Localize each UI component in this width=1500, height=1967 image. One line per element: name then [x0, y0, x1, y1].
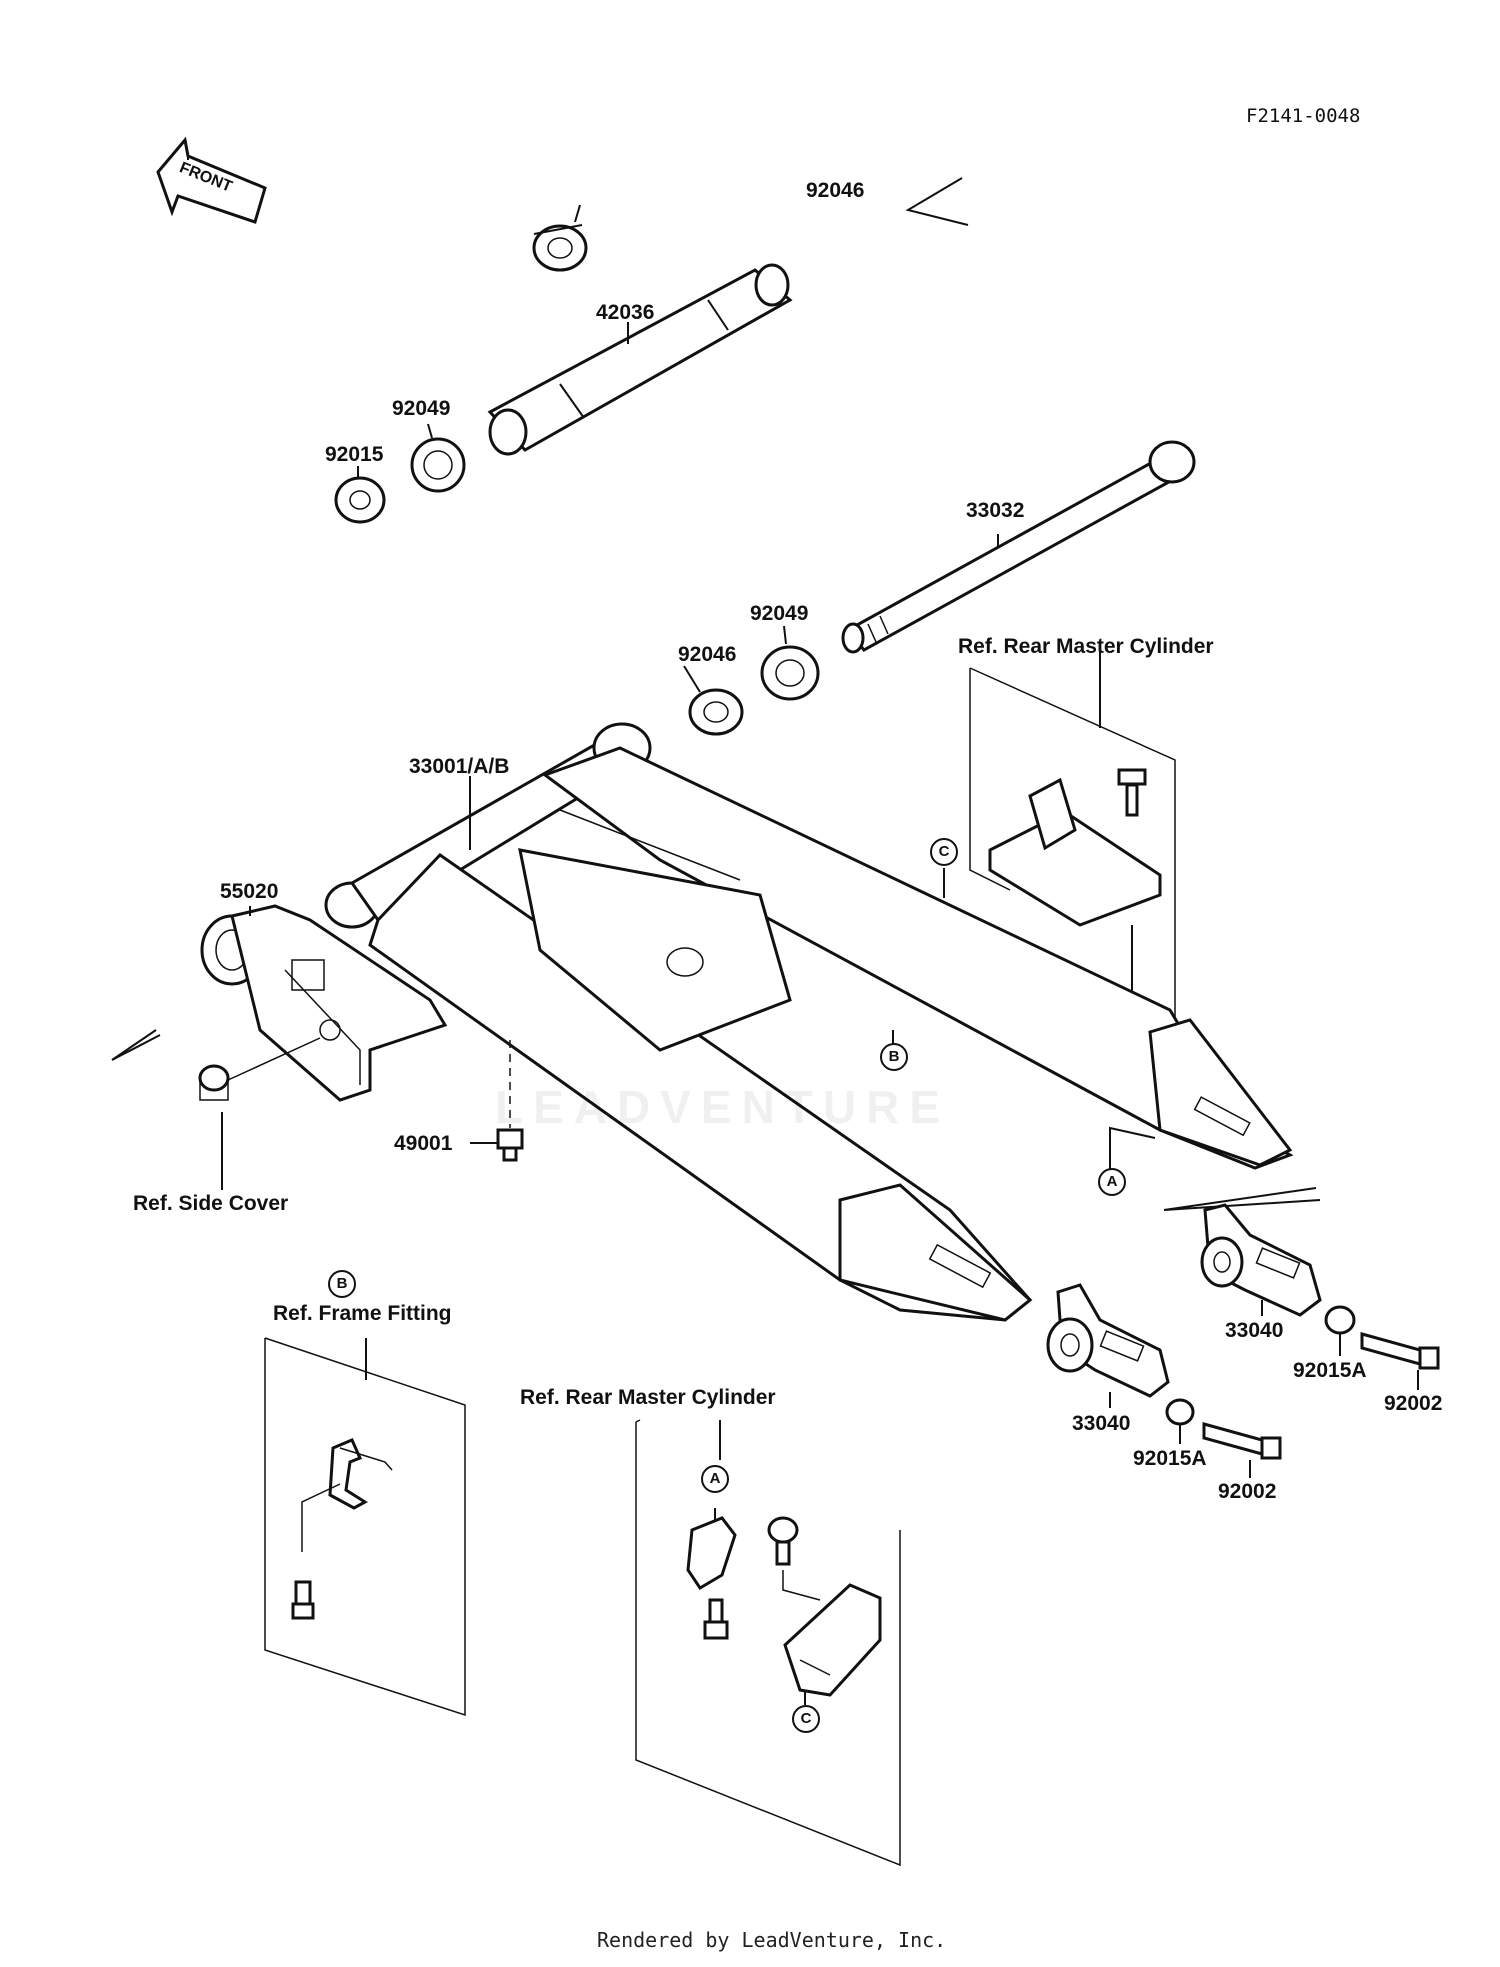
needle-bearing-mid [688, 688, 744, 736]
part-number[interactable]: 92015 [325, 443, 384, 466]
oil-seal-top [410, 437, 466, 493]
part-number[interactable]: 92002 [1384, 1392, 1443, 1415]
needle-bearing-top [532, 224, 588, 272]
leader-line [427, 423, 433, 439]
part-number[interactable]: 92049 [392, 397, 451, 420]
callout-a: A [1098, 1168, 1126, 1196]
swingarm [324, 722, 1294, 1322]
direction-arrow-icon [1163, 1187, 1321, 1211]
part-number[interactable]: 92002 [1218, 1480, 1277, 1503]
part-number[interactable]: 42036 [596, 301, 655, 324]
leader-line [574, 204, 581, 223]
callout-c: C [930, 838, 958, 866]
drawing-id: F2141-0048 [1246, 105, 1361, 127]
chain-adjuster-right [1200, 1203, 1322, 1317]
chain-adjuster-left [1046, 1283, 1170, 1398]
direction-arrow-icon [905, 177, 969, 226]
rear-master-cylinder-lower-ref-panel [635, 1419, 901, 1867]
leader-line [783, 625, 787, 645]
leader-line [1109, 1126, 1156, 1178]
ref-label-side-cover[interactable]: Ref. Side Cover [133, 1192, 289, 1215]
adjuster-bolt-left [1202, 1422, 1282, 1460]
part-number[interactable]: 33001/A/B [409, 755, 510, 778]
part-number[interactable]: 33032 [966, 499, 1025, 522]
part-number[interactable]: 92046 [806, 179, 865, 202]
watermark: LEADVENTURE [495, 1081, 951, 1133]
ref-label-rear-master-cylinder[interactable]: Ref. Rear Master Cylinder [958, 635, 1214, 658]
part-number[interactable]: 92015A [1133, 1447, 1207, 1470]
pivot-shaft [841, 440, 1196, 654]
part-number[interactable]: 33040 [1072, 1412, 1131, 1435]
adjuster-nut-left [1165, 1398, 1195, 1426]
footer-credit: Rendered by LeadVenture, Inc. [597, 1928, 947, 1952]
flange-nut [334, 476, 386, 524]
part-number[interactable]: 92049 [750, 602, 809, 625]
front-arrow-icon [156, 136, 267, 224]
part-number[interactable]: 33040 [1225, 1319, 1284, 1342]
pivot-spacer-tube [487, 263, 793, 456]
adjuster-bolt-right [1360, 1332, 1440, 1370]
callout-a-lower: A [701, 1465, 729, 1493]
part-number[interactable]: 49001 [394, 1132, 453, 1155]
callout-b: B [880, 1043, 908, 1071]
part-number[interactable]: 92046 [678, 643, 737, 666]
direction-arrow-icon [111, 1029, 161, 1061]
part-number[interactable]: 55020 [220, 880, 279, 903]
callout-c-lower: C [792, 1705, 820, 1733]
leader-line [683, 665, 701, 693]
ref-label-frame-fitting[interactable]: Ref. Frame Fitting [273, 1302, 452, 1325]
frame-fitting-ref-panel [264, 1337, 466, 1717]
adjuster-nut-right [1324, 1305, 1356, 1335]
part-number[interactable]: 92015A [1293, 1359, 1367, 1382]
oil-seal-mid [760, 645, 820, 701]
rear-master-cylinder-ref-panel [969, 648, 1176, 1028]
grease-nipple [496, 1128, 524, 1162]
chain-guide [200, 904, 448, 1102]
side-cover-collar [198, 1037, 321, 1101]
ref-label-rear-master-cylinder-lower[interactable]: Ref. Rear Master Cylinder [520, 1386, 776, 1409]
callout-b-frame: B [328, 1270, 356, 1298]
